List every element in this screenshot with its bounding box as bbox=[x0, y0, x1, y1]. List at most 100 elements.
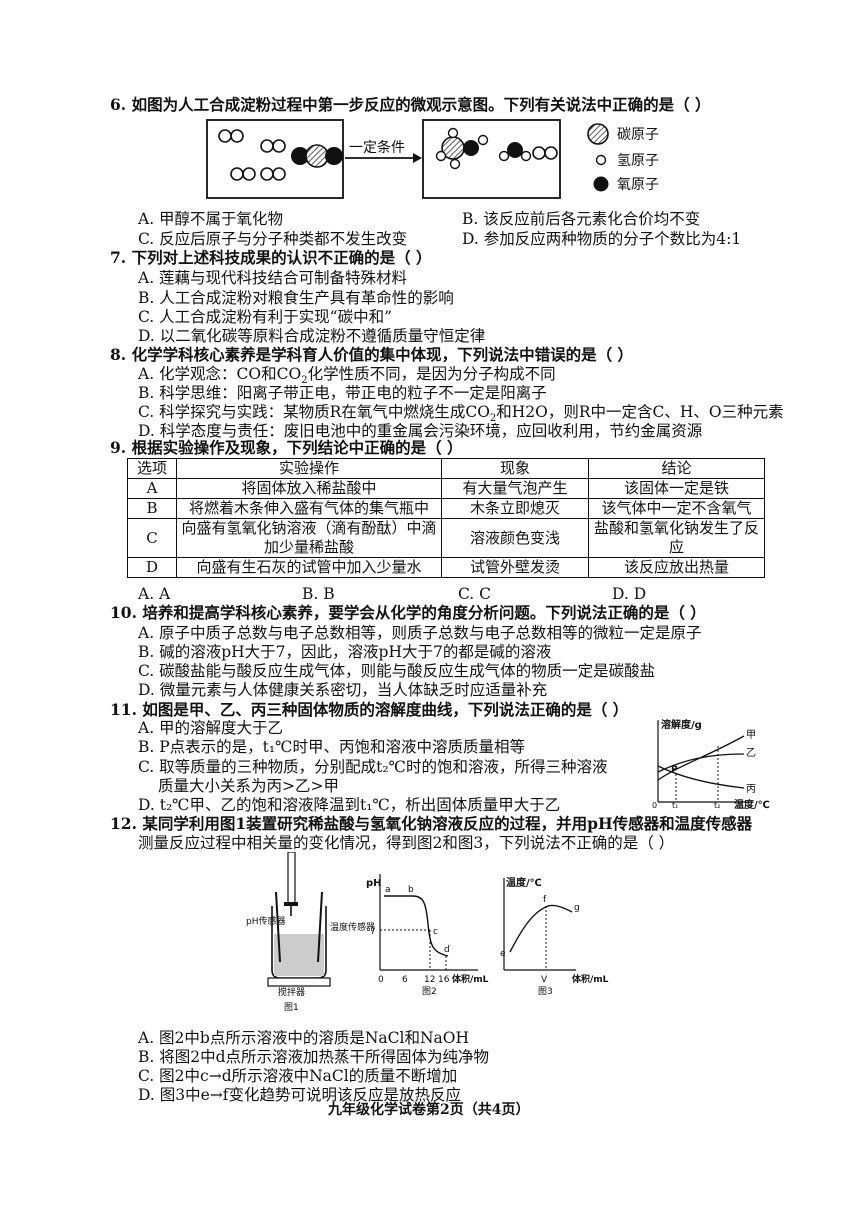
q6-option-b: B. 该反应前后各元素化合价均不变 bbox=[462, 210, 701, 228]
header-operation: 实验操作 bbox=[176, 458, 442, 479]
q12-stem-1: 12. 某同学利用图1装置研究稀盐酸与氢氧化钠溶液反应的过程，并用pH传感器和温… bbox=[110, 814, 753, 833]
q8-option-a: A. 化学观念：CO和CO2化学性质不同，是因为分子构成不同 bbox=[138, 365, 556, 387]
temp-sensor-label: 温度传感器 bbox=[330, 921, 375, 933]
fig1-caption: 图1 bbox=[284, 1003, 299, 1013]
svg-text:V: V bbox=[541, 975, 548, 985]
q11-option-a: A. 甲的溶解度大于乙 bbox=[138, 719, 284, 737]
svg-text:0: 0 bbox=[378, 975, 384, 985]
svg-text:0: 0 bbox=[652, 801, 657, 810]
q7-stem: 7. 下列对上述科技成果的认识不正确的是（ ） bbox=[110, 248, 432, 267]
product-box bbox=[422, 119, 561, 199]
figure-1-apparatus: pH传感器 温度传感器 搅拌器 bbox=[246, 852, 375, 998]
burette bbox=[287, 852, 296, 905]
reactant-box bbox=[206, 119, 344, 199]
q9-option-b: B. B bbox=[302, 585, 335, 603]
svg-text:a: a bbox=[385, 885, 391, 895]
legend-oxygen: 氧原子 bbox=[617, 177, 659, 193]
curve-bing bbox=[657, 765, 745, 789]
q12-option-a: A. 图2中b点所示溶液中的溶质是NaCl和NaOH bbox=[138, 1029, 469, 1047]
temp-curve bbox=[509, 904, 573, 953]
svg-text:t₁: t₁ bbox=[672, 801, 678, 810]
stirrer bbox=[267, 977, 331, 987]
condition-label: 一定条件 bbox=[349, 139, 405, 156]
svg-text:f: f bbox=[543, 895, 547, 905]
svg-text:16: 16 bbox=[438, 975, 450, 985]
q8-option-d: D. 科学态度与责任：废旧电池中的重金属会污染环境，应回收利用，节约金属资源 bbox=[138, 422, 703, 440]
ph-curve bbox=[384, 895, 449, 957]
q11-stem: 11. 如图是甲、乙、丙三种固体物质的溶解度曲线，下列说法正确的是（ ） bbox=[110, 700, 629, 719]
page-footer: 九年级化学试卷第2页（共4页） bbox=[328, 1102, 530, 1118]
ph-sensor-label: pH传感器 bbox=[246, 915, 285, 927]
header-phenomenon: 现象 bbox=[441, 458, 589, 479]
q10-option-b: B. 碱的溶液pH大于7，因此，溶液pH大于7的都是碱的溶液 bbox=[138, 643, 552, 661]
svg-text:pH: pH bbox=[366, 878, 382, 889]
svg-text:7: 7 bbox=[370, 927, 376, 937]
legend-hydrogen: 氢原子 bbox=[617, 153, 659, 169]
q12-option-d: D. 图3中e→f变化趋势可说明该反应是放热反应 bbox=[138, 1086, 461, 1104]
table-header-row: 选项 实验操作 现象 结论 bbox=[127, 458, 765, 479]
q12-option-b: B. 将图2中d点所示溶液加热蒸干所得固体为纯净物 bbox=[138, 1048, 490, 1066]
q8-option-c: C. 科学探究与实践：某物质R在氧气中燃烧生成CO2和H2O，则R中一定含C、H… bbox=[138, 403, 784, 425]
q10-option-c: C. 碳酸盐能与酸反应生成气体，则能与酸反应生成气体的物质一定是碳酸盐 bbox=[138, 662, 656, 680]
q11-option-b: B. P点表示的是，t₁℃时甲、丙饱和溶液中溶质质量相等 bbox=[138, 738, 525, 756]
q11-option-d: D. t₂℃甲、乙的饱和溶液降温到t₁℃，析出固体质量甲大于乙 bbox=[138, 796, 561, 814]
label-yi: 乙 bbox=[746, 747, 756, 759]
q6-option-a: A. 甲醇不属于氧化物 bbox=[138, 210, 284, 228]
label-jia: 甲 bbox=[746, 730, 756, 741]
svg-text:12: 12 bbox=[424, 975, 435, 985]
q7-option-c: C. 人工合成淀粉有利于实现“碳中和” bbox=[138, 308, 393, 326]
svg-text:c: c bbox=[433, 927, 438, 937]
carbon-atom-icon bbox=[587, 123, 609, 145]
oxygen-atom-icon bbox=[593, 176, 609, 192]
q8-option-b: B. 科学思维：阳离子带正电，带正电的粒子不一定是阳离子 bbox=[138, 384, 547, 402]
q10-option-a: A. 原子中质子总数与电子总数相等，则质子总数与电子总数相等的微粒一定是原子 bbox=[138, 624, 702, 642]
q9-option-d: D. D bbox=[612, 585, 647, 603]
svg-text:图2: 图2 bbox=[422, 986, 437, 997]
header-conclusion: 结论 bbox=[588, 458, 765, 479]
figure-2-ph-graph: pH 7 a b c d 0 6 12 16 体积/mL 图2 bbox=[366, 874, 489, 997]
q12-option-c: C. 图2中c→d所示溶液中NaCl的质量不断增加 bbox=[138, 1067, 458, 1085]
x-axis-label: 温度/℃ bbox=[734, 798, 770, 810]
svg-text:g: g bbox=[574, 903, 580, 913]
q7-option-a: A. 莲藕与现代科技结合可制备特殊材料 bbox=[138, 269, 408, 287]
q6-option-c: C. 反应后原子与分子种类都不发生改变 bbox=[138, 230, 408, 248]
q9-option-c: C. C bbox=[458, 585, 492, 603]
point-p: P bbox=[671, 765, 678, 775]
svg-text:d: d bbox=[444, 945, 450, 955]
figure-3-temp-graph: 温度/℃ e f g V 体积/mL 图3 bbox=[500, 876, 609, 997]
q12-stem-2: 测量反应过程中相关量的变化情况，得到图2和图3，下列说法不正确的是（ ） bbox=[138, 834, 675, 852]
q6-stem: 6. 如图为人工合成淀粉过程中第一步反应的微观示意图。下列有关说法中正确的是（ … bbox=[110, 95, 711, 114]
svg-text:温度/℃: 温度/℃ bbox=[506, 876, 542, 889]
q6-option-d: D. 参加反应两种物质的分子个数比为4:1 bbox=[462, 230, 742, 248]
y-axis-label: 溶解度/g bbox=[661, 718, 702, 731]
q7-option-b: B. 人工合成淀粉对粮食生产具有革命性的影响 bbox=[138, 289, 454, 307]
q10-stem: 10. 培养和提高学科核心素养，要学会从化学的角度分析问题。下列说法正确的是（ … bbox=[110, 603, 706, 622]
svg-text:e: e bbox=[500, 949, 506, 959]
solubility-graph: 溶解度/g 甲 乙 丙 P 0 t₁ t₂ 温度/℃ bbox=[652, 718, 770, 810]
stirrer-label: 搅拌器 bbox=[278, 986, 305, 998]
co2-molecule bbox=[291, 147, 309, 165]
q10-option-d: D. 微量元素与人体健康关系密切，当人体缺乏时应适量补充 bbox=[138, 681, 548, 699]
q9-stem: 9. 根据实验操作及现象，下列结论中正确的是（ ） bbox=[110, 438, 463, 457]
svg-text:t₂: t₂ bbox=[714, 801, 720, 810]
svg-text:图3: 图3 bbox=[538, 986, 553, 997]
svg-text:b: b bbox=[408, 885, 414, 895]
q6-reaction-diagram: 一定条件 碳原子 氢原子 氧原子 bbox=[206, 119, 659, 199]
legend-carbon: 碳原子 bbox=[617, 127, 659, 143]
label-bing: 丙 bbox=[746, 784, 756, 795]
q8-stem: 8. 化学学科核心素养是学科育人价值的集中体现，下列说法中错误的是（ ） bbox=[110, 345, 633, 364]
q9-option-a: A. A bbox=[138, 585, 171, 603]
curve-jia bbox=[657, 735, 745, 781]
q11-option-c: C. 取等质量的三种物质，分别配成t₂℃时的饱和溶液，所得三种溶液 bbox=[138, 758, 608, 776]
svg-text:6: 6 bbox=[402, 975, 408, 985]
q7-option-d: D. 以二氧化碳等原料合成淀粉不遵循质量守恒定律 bbox=[138, 327, 486, 345]
q11-option-c-cont: 质量大小关系为丙>乙>甲 bbox=[158, 777, 339, 795]
curve-yi bbox=[657, 753, 745, 773]
header-option: 选项 bbox=[127, 458, 177, 479]
q12-figures: pH传感器 温度传感器 搅拌器 pH 7 a b c d 0 6 12 16 体… bbox=[246, 852, 609, 998]
